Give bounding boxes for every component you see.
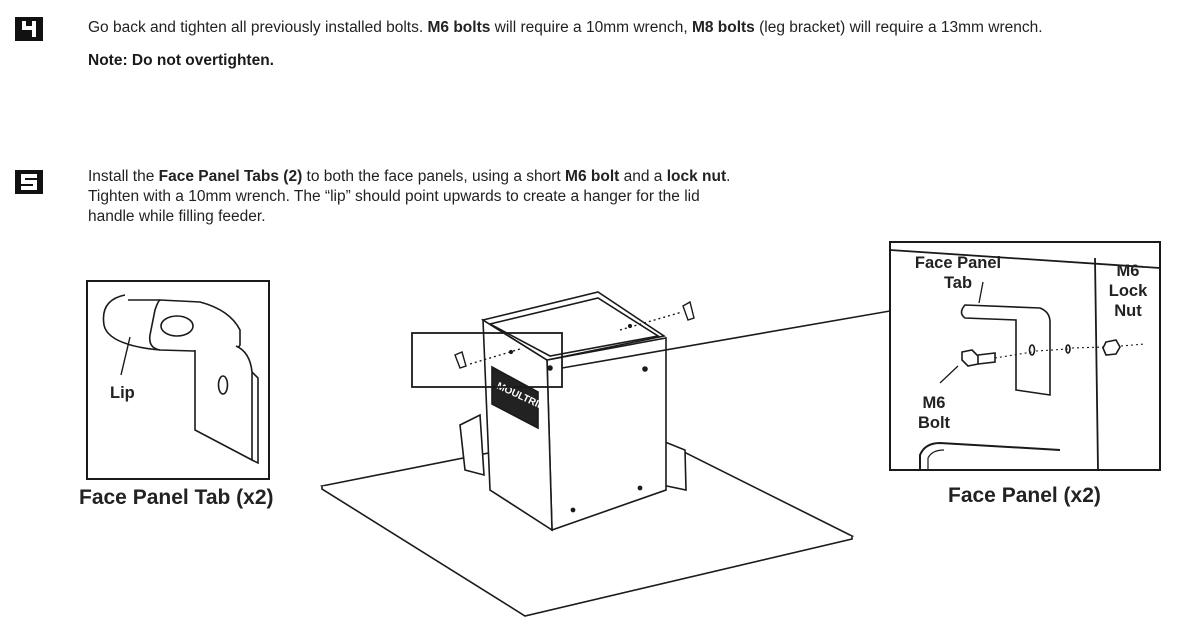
instruction-text: will require a 10mm wrench, <box>490 19 692 36</box>
instruction-text: to both the face panels, using a short <box>302 168 566 185</box>
instruction-text: Install the <box>88 168 159 185</box>
instruction-text: handle while filling feeder. <box>88 208 266 225</box>
m6-lock-nut-label: M6 Lock Nut <box>1108 262 1148 320</box>
instruction-bold-text: M8 bolts <box>691 19 755 36</box>
feeder-body: MOULTRIE <box>459 291 687 532</box>
instruction-text: Go back and tighten all previously insta… <box>88 19 428 36</box>
step-5-number-icon <box>15 170 43 194</box>
instruction-text: . <box>726 168 731 185</box>
instruction-bold-text: M6 bolt <box>565 168 620 185</box>
step-4-instruction: Go back and tighten all previously insta… <box>88 18 1043 38</box>
step-4-badge <box>14 14 44 44</box>
instruction-text: and a <box>619 168 667 185</box>
instruction-bold-text: M6 bolts <box>427 19 491 36</box>
face-panel-caption: Face Panel (x2) <box>948 484 1101 507</box>
instruction-text: (leg bracket) will require a 13mm wrench… <box>754 19 1043 36</box>
ground-board <box>319 424 855 617</box>
instruction-text: Tighten with a 10mm wrench. The “lip” sh… <box>88 188 700 205</box>
lip-label: Lip <box>110 384 135 402</box>
face-panel-tab-label: Face Panel Tab <box>914 254 1002 292</box>
face-panel-tab-caption: Face Panel Tab (x2) <box>79 486 274 509</box>
face-panel-tab-detail <box>86 280 270 480</box>
face-panel-detail <box>889 241 1161 471</box>
instruction-bold-text: lock nut <box>666 168 727 185</box>
instruction-line: handle while filling feeder. <box>88 207 730 227</box>
instruction-line: Install the Face Panel Tabs (2) to both … <box>88 167 730 187</box>
step-5-instruction: Install the Face Panel Tabs (2) to both … <box>88 167 730 227</box>
feeder-tab-callouts <box>411 300 891 388</box>
step-5-badge <box>14 167 44 197</box>
step-4-number-icon <box>15 17 43 41</box>
m6-bolt-label: M6 Bolt <box>917 394 951 432</box>
step-4-note: Note: Do not overtighten. <box>88 52 274 69</box>
instruction-bold-text: Face Panel Tabs (2) <box>158 168 303 185</box>
instruction-line: Tighten with a 10mm wrench. The “lip” sh… <box>88 187 730 207</box>
